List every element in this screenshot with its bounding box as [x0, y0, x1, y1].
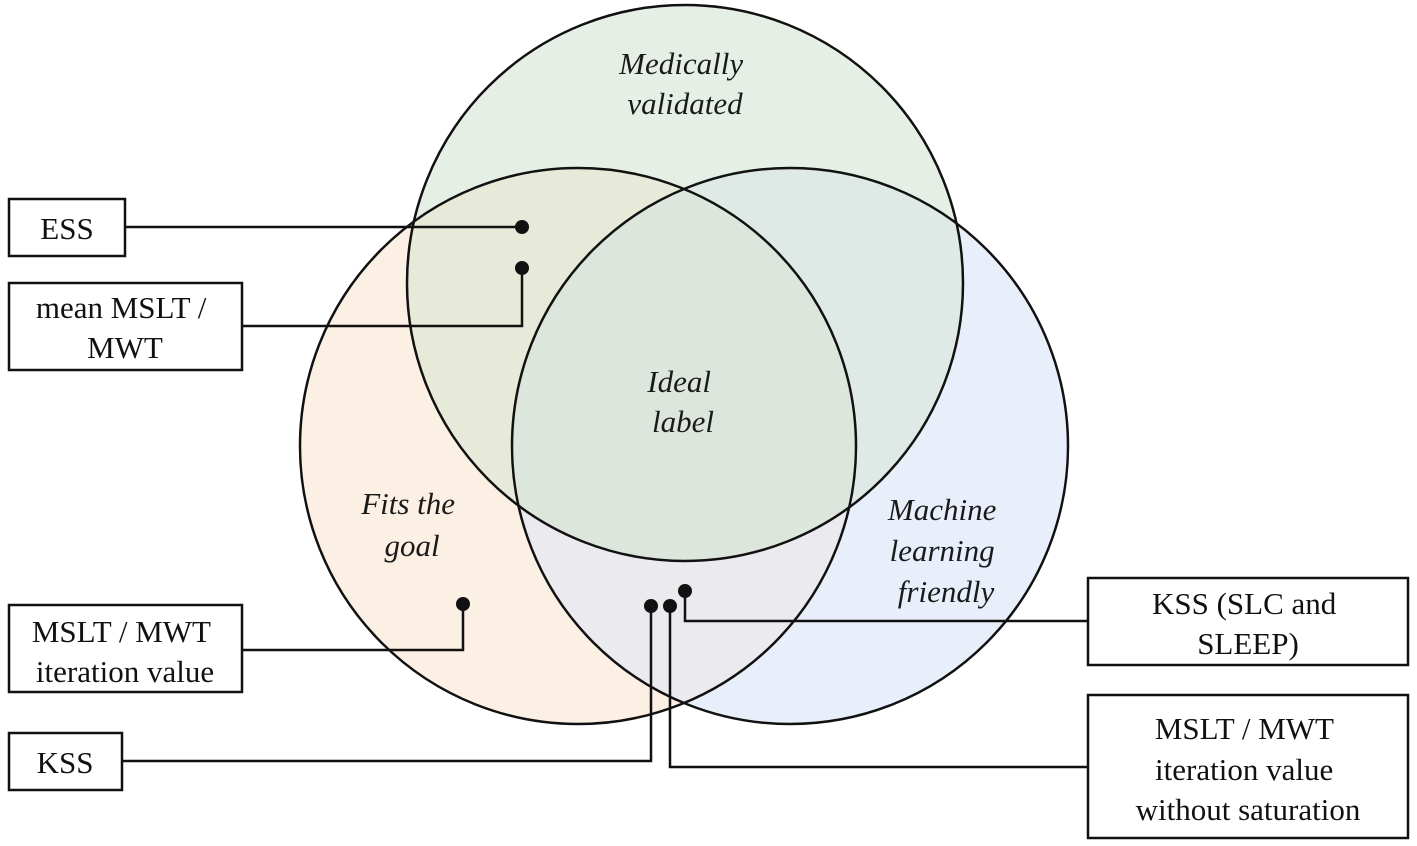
leader-kss: [122, 606, 653, 763]
point-kss: [644, 599, 658, 613]
callout-kss: KSS: [7, 731, 124, 792]
callout-mean-mslt: mean MSLT / MWT: [7, 281, 244, 372]
svg-text:MSLT / MWT iteration val: MSLT / MWT iteration value without satur…: [1136, 711, 1361, 827]
callout-ess-text: ESS: [40, 211, 93, 246]
callout-ess: ESS: [7, 197, 127, 258]
label-ideal-label: Ideal label: [646, 364, 718, 439]
set-medically-validated-outline: [405, 3, 965, 563]
leader-kss-slc: [683, 591, 1088, 623]
label-medically-validated: Medically validated: [618, 46, 751, 121]
leader-mslt-iteration: [242, 604, 465, 652]
label-fits-the-goal: Fits the goal: [360, 486, 463, 563]
svg-text:KSS: KSS: [37, 745, 94, 780]
point-mean-mslt: [515, 261, 529, 275]
svg-text:KSS (SLC and SLEEP): KSS (SLC and SLEEP): [1152, 586, 1344, 661]
callout-mslt-iteration: MSLT / MWT iteration value: [7, 603, 244, 694]
callout-kss-slc-sleep: KSS (SLC and SLEEP): [1086, 576, 1410, 667]
point-mslt-iteration: [456, 597, 470, 611]
svg-text:MSLT / MWT iteration val: MSLT / MWT iteration value: [32, 614, 218, 689]
leader-mslt-no-sat: [668, 606, 1088, 769]
set-fits-the-goal-outline: [298, 166, 858, 726]
overlap-center: [512, 168, 856, 561]
svg-text:ESS: ESS: [40, 211, 93, 246]
label-machine-learning-friendly: Machine learning friendly: [887, 492, 1004, 609]
point-ess: [515, 220, 529, 234]
callout-mslt-no-saturation: MSLT / MWT iteration value without satur…: [1086, 693, 1410, 840]
point-kss-slc: [678, 584, 692, 598]
leader-mean-mslt: [242, 268, 524, 328]
svg-text:mean MSLT / MWT: mean MSLT / MWT: [36, 290, 214, 365]
set-machine-learning-friendly-outline: [510, 166, 1070, 726]
point-mslt-no-sat: [663, 599, 677, 613]
